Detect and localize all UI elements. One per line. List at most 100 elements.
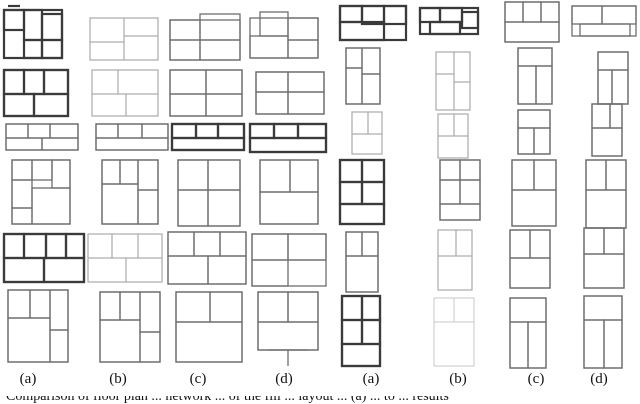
plan-r4-c5 — [338, 158, 386, 226]
room-outline — [31, 187, 71, 225]
room-outline — [433, 321, 475, 367]
room-outline — [439, 179, 461, 205]
room-outline — [101, 159, 159, 225]
plan-r2-c4 — [255, 71, 325, 115]
plan-r1-c8 — [571, 5, 637, 37]
plan-r6-c2 — [99, 291, 161, 363]
room-outline — [439, 159, 461, 181]
room-outline — [511, 159, 535, 191]
room-outline — [517, 109, 551, 129]
room-outline — [175, 291, 243, 363]
plan-r4-c6 — [439, 159, 481, 221]
room-outline — [367, 111, 383, 135]
room-outline — [11, 207, 33, 225]
room-outline — [27, 123, 51, 139]
room-outline — [175, 291, 211, 323]
room-outline — [533, 127, 551, 155]
plan-r4-c4 — [259, 159, 319, 225]
column-label-c-left: (c) — [189, 371, 207, 387]
room-outline — [540, 1, 560, 23]
room-outline — [579, 23, 631, 37]
room-outline — [361, 73, 381, 105]
room-outline — [31, 159, 53, 181]
room-outline — [175, 321, 243, 363]
room-outline — [257, 321, 319, 351]
room-outline — [361, 47, 381, 75]
room-outline — [437, 113, 455, 137]
room-outline — [287, 233, 327, 261]
column-label-d-right: (d) — [590, 371, 608, 387]
room-outline — [99, 319, 141, 363]
room-outline — [119, 291, 141, 321]
room-outline — [91, 93, 127, 117]
plan-r6-c3 — [175, 291, 243, 363]
room-outline — [504, 1, 524, 23]
room-outline — [205, 93, 243, 117]
room-outline — [255, 91, 289, 115]
room-outline — [199, 39, 241, 61]
room-outline — [459, 179, 481, 205]
room-outline — [583, 319, 605, 369]
room-outline — [99, 291, 121, 321]
room-outline — [95, 123, 169, 151]
room-outline — [22, 232, 48, 260]
room-outline — [259, 11, 289, 37]
room-outline — [207, 255, 247, 285]
column-label-a-left: (a) — [19, 371, 37, 387]
room-outline — [459, 159, 481, 181]
room-outline — [199, 13, 241, 41]
room-outline — [455, 229, 473, 257]
plan-r4-c1 — [11, 159, 71, 225]
plan-r6-c5 — [340, 294, 382, 368]
room-outline — [248, 122, 276, 140]
room-outline — [453, 113, 469, 137]
plan-r2-c6 — [435, 51, 471, 111]
room-outline — [517, 127, 535, 155]
room-outline — [2, 68, 26, 96]
room-outline — [529, 229, 551, 259]
plan-r1-c2 — [89, 17, 159, 61]
plan-r3-c1 — [5, 123, 79, 151]
plan-r3-c2 — [95, 123, 169, 151]
room-outline — [177, 189, 209, 227]
room-outline — [437, 135, 469, 159]
room-outline — [351, 133, 383, 155]
room-outline — [360, 318, 382, 346]
room-outline — [439, 203, 481, 221]
room-outline — [351, 111, 369, 135]
plan-r2-c5 — [345, 47, 381, 105]
room-outline — [22, 8, 44, 42]
plan-r3-c4 — [248, 122, 328, 154]
room-outline — [169, 19, 201, 41]
room-outline — [194, 122, 220, 140]
room-outline — [272, 122, 300, 140]
room-outline — [340, 342, 382, 368]
room-outline — [219, 231, 247, 257]
room-outline — [509, 229, 531, 259]
room-outline — [509, 257, 551, 289]
room-outline — [89, 41, 125, 61]
room-outline — [209, 291, 243, 323]
plan-r6-c1 — [7, 289, 69, 363]
room-outline — [123, 35, 159, 61]
room-outline — [216, 122, 246, 140]
room-outline — [2, 256, 46, 284]
room-outline — [509, 297, 547, 323]
room-outline — [345, 255, 379, 293]
room-outline — [437, 255, 473, 291]
room-outline — [7, 317, 51, 363]
column-label-b-right: (b) — [449, 371, 467, 387]
room-outline — [193, 231, 221, 257]
room-outline — [428, 20, 462, 36]
room-outline — [338, 180, 364, 206]
room-outline — [509, 321, 529, 369]
plan-r1-c6 — [418, 6, 480, 36]
room-outline — [117, 69, 159, 95]
room-outline — [438, 6, 464, 24]
room-outline — [40, 12, 64, 42]
room-outline — [338, 4, 364, 24]
room-outline — [2, 232, 26, 260]
room-outline — [170, 122, 198, 140]
room-outline — [433, 297, 455, 323]
room-outline — [251, 259, 289, 287]
